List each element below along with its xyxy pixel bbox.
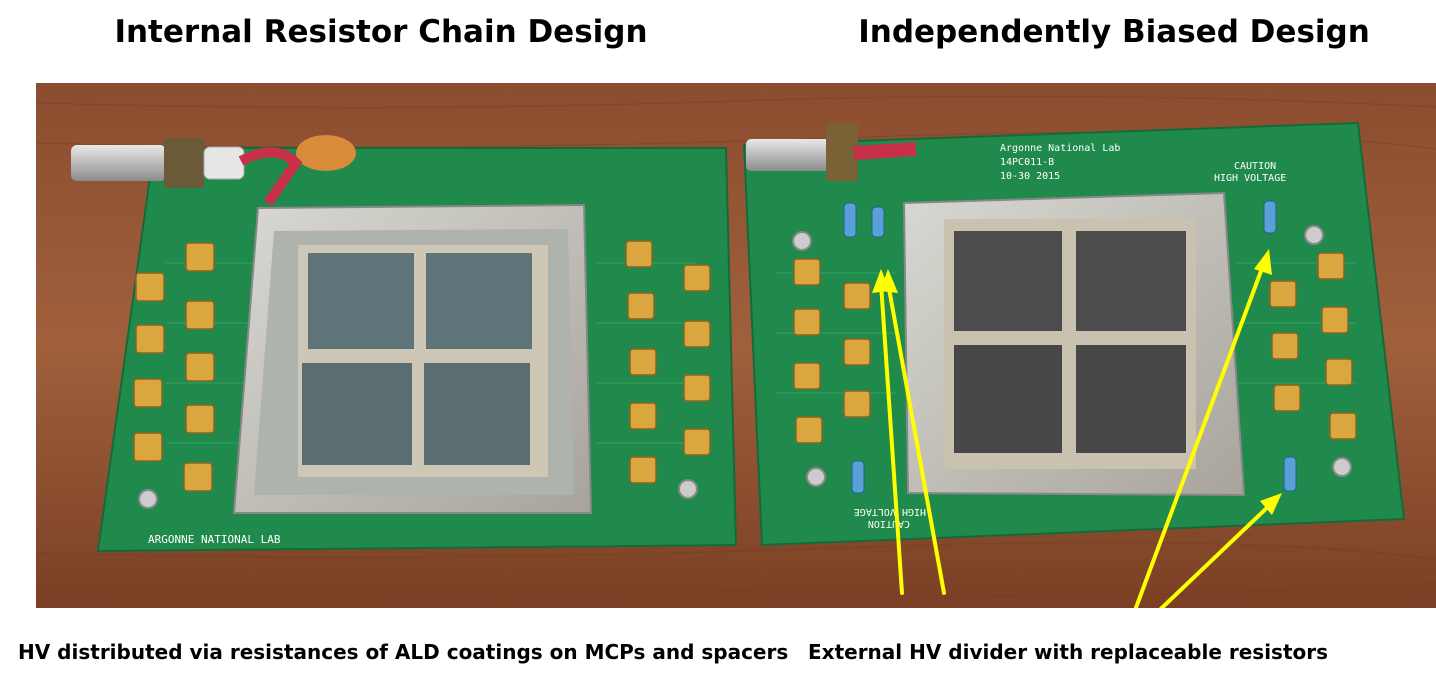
mcp-pad [1076, 231, 1186, 331]
sma-connectors-right [625, 240, 711, 484]
mcp-pad [302, 363, 412, 465]
annotation-arrows [879, 261, 1274, 608]
caution-label-bottom: CAUTION [868, 518, 910, 529]
photo: ARGONNE NATIONAL LAB [36, 83, 1436, 608]
right-heading: Independently Biased Design [858, 14, 1370, 50]
hv-connector [746, 139, 832, 171]
mcp-pad [424, 363, 530, 465]
bnc-connector [71, 145, 166, 181]
right-caption: External HV divider with replaceable res… [808, 640, 1329, 664]
left-board: ARGONNE NATIONAL LAB [71, 135, 738, 553]
mcp-pad [308, 253, 414, 349]
right-board: Argonne National Lab 14PC011-B 10-30 201… [742, 121, 1406, 547]
sma-connectors-left [133, 242, 215, 492]
arrow-heads [872, 249, 1282, 515]
mcp-pad [954, 345, 1062, 453]
sma-connectors-left [793, 258, 871, 444]
left-board-label: ARGONNE NATIONAL LAB [148, 533, 281, 546]
sma-connectors-right [1269, 252, 1357, 440]
caution-label-top: CAUTION [1234, 161, 1276, 172]
mcp-pad [426, 253, 532, 349]
mcp-pad [1076, 345, 1186, 453]
resistors [843, 200, 1297, 494]
right-board-date: 10-30 2015 [1000, 171, 1060, 182]
ceramic-capacitor [296, 135, 356, 171]
right-board-label: Argonne National Lab [1000, 143, 1120, 154]
caution-label-top-2: HIGH VOLTAGE [1214, 173, 1286, 184]
caution-label-bottom-2: HIGH VOLTAGE [854, 506, 926, 517]
right-board-part: 14PC011-B [1000, 157, 1054, 168]
mcp-pad [954, 231, 1062, 331]
left-heading: Internal Resistor Chain Design [114, 14, 648, 50]
left-caption: HV distributed via resistances of ALD co… [18, 640, 789, 664]
